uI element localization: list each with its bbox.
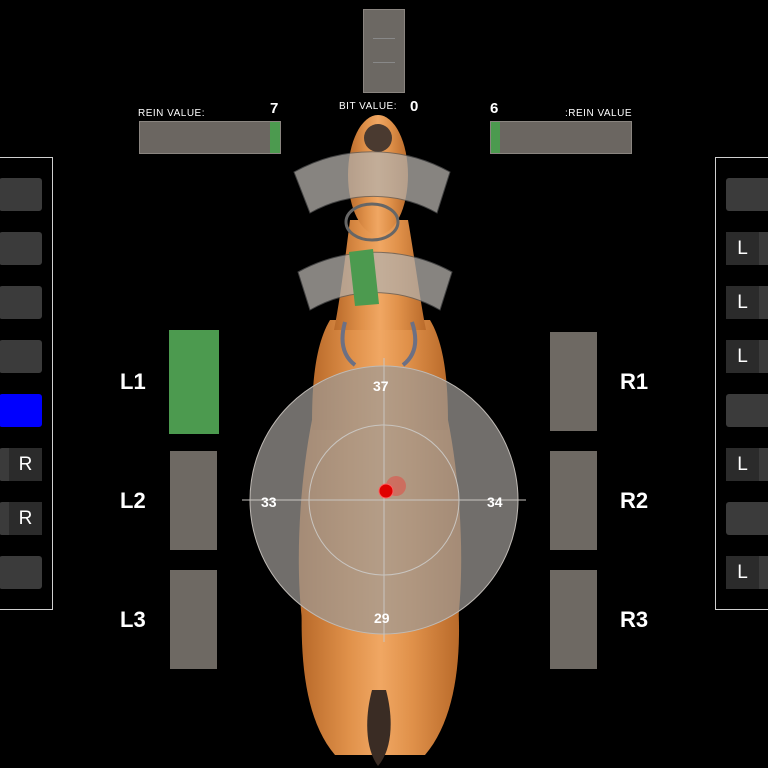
right-panel-slot-6[interactable]: L bbox=[726, 448, 768, 481]
right-panel-slot-8[interactable]: L bbox=[726, 556, 768, 589]
left-panel-slot-3[interactable] bbox=[0, 286, 42, 319]
leg-l2-label: L2 bbox=[120, 488, 146, 513]
left-panel-slot-6[interactable]: R bbox=[0, 448, 42, 481]
rein-left-label: REIN VALUE: bbox=[138, 108, 205, 119]
slot-letter-l: L bbox=[726, 286, 759, 319]
rein-left-fill bbox=[270, 122, 280, 153]
slot-letter-l: L bbox=[726, 340, 759, 373]
neck-active-segment bbox=[349, 249, 379, 306]
slot-letter-r: R bbox=[9, 448, 42, 481]
left-panel-slot-4[interactable] bbox=[0, 340, 42, 373]
rein-left-value: 7 bbox=[270, 100, 279, 117]
rein-right-value: 6 bbox=[490, 100, 499, 117]
right-panel-slot-5[interactable] bbox=[726, 394, 768, 427]
rein-left-bar bbox=[139, 121, 281, 154]
rein-right-bar bbox=[490, 121, 632, 154]
target-bottom-value: 29 bbox=[374, 610, 390, 626]
slot-letter-r: R bbox=[9, 502, 42, 535]
right-panel-slot-4[interactable]: L bbox=[726, 340, 768, 373]
leg-l1-indicator bbox=[169, 330, 219, 434]
leg-r1-label: R1 bbox=[620, 369, 649, 394]
slot-letter-l: L bbox=[726, 448, 759, 481]
leg-r2-indicator bbox=[550, 451, 597, 550]
bit-tick bbox=[373, 62, 395, 63]
bit-label: BIT VALUE: bbox=[339, 101, 397, 112]
rein-right-label: :REIN VALUE bbox=[565, 108, 632, 119]
right-panel-slot-3[interactable]: L bbox=[726, 286, 768, 319]
leg-r1-indicator bbox=[550, 332, 597, 431]
leg-r3-indicator bbox=[550, 570, 597, 669]
rein-right-fill bbox=[491, 122, 500, 153]
left-panel-slot-8[interactable] bbox=[0, 556, 42, 589]
bit-indicator-box bbox=[363, 9, 405, 93]
left-panel-slot-1[interactable] bbox=[0, 178, 42, 211]
target-left-value: 33 bbox=[261, 494, 277, 510]
leg-l2-indicator bbox=[170, 451, 217, 550]
leg-r3-label: R3 bbox=[620, 607, 649, 632]
leg-r2-label: R2 bbox=[620, 488, 649, 513]
bit-tick bbox=[373, 38, 395, 39]
target-right-value: 34 bbox=[487, 494, 503, 510]
right-panel-slot-7[interactable] bbox=[726, 502, 768, 535]
slot-letter-l: L bbox=[726, 232, 759, 265]
head-arc-band bbox=[293, 151, 451, 214]
slot-letter-l: L bbox=[726, 556, 759, 589]
left-panel-slot-7[interactable]: R bbox=[0, 502, 42, 535]
leg-l1-label: L1 bbox=[120, 369, 146, 394]
leg-l3-label: L3 bbox=[120, 607, 146, 632]
right-panel-slot-1[interactable] bbox=[726, 178, 768, 211]
bit-value: 0 bbox=[410, 98, 419, 115]
right-side-panel: L L L L L bbox=[715, 157, 768, 610]
balance-target bbox=[242, 358, 526, 642]
right-panel-slot-2[interactable]: L bbox=[726, 232, 768, 265]
leg-l3-indicator bbox=[170, 570, 217, 669]
balance-marker bbox=[378, 483, 394, 499]
left-panel-slot-5-selected[interactable] bbox=[0, 394, 42, 427]
left-side-panel: R R bbox=[0, 157, 53, 610]
left-panel-slot-2[interactable] bbox=[0, 232, 42, 265]
target-top-value: 37 bbox=[373, 378, 389, 394]
